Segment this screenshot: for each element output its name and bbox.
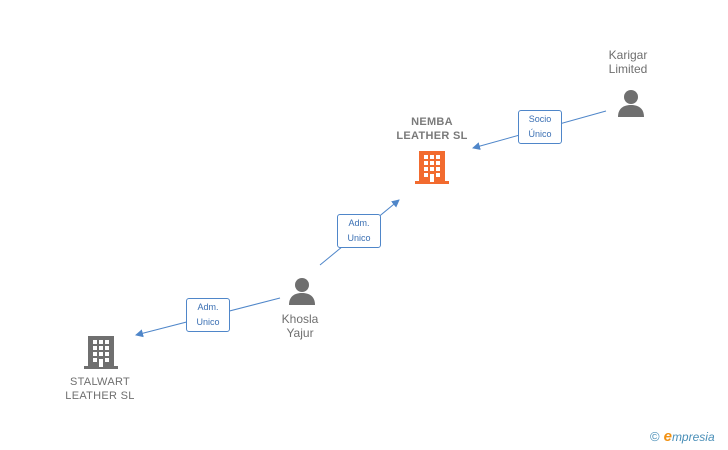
node-label-line: Khosla (281, 312, 319, 326)
node-label-karigar: Karigar Limited (558, 48, 698, 76)
node-label-line: Karigar (608, 48, 648, 62)
edge-label-line: Unico (347, 233, 371, 243)
node-label-line: STALWART (69, 376, 131, 388)
edge-label-adm-unico-stalwart[interactable]: Adm. Unico (186, 298, 230, 332)
edge-label-adm-unico-nemba[interactable]: Adm. Unico (337, 214, 381, 248)
copyright-symbol: © (650, 429, 660, 444)
node-label-line: LEATHER SL (396, 130, 468, 142)
brand-name: mpresia (671, 430, 715, 444)
node-label-khosla: Khosla Yajur (230, 312, 370, 340)
node-label-line: LEATHER SL (65, 390, 135, 402)
person-icon[interactable] (287, 276, 317, 306)
node-label-line: Limited (608, 62, 648, 76)
edge-label-line: Adm. (197, 302, 219, 312)
brand-initial: e (663, 428, 672, 445)
person-icon[interactable] (616, 88, 646, 118)
node-label-stalwart: STALWART LEATHER SL (30, 375, 170, 403)
edge-label-line: Socio (528, 114, 552, 124)
edge-label-line: Único (528, 129, 552, 139)
node-label-line: NEMBA (411, 116, 453, 128)
edge-label-line: Adm. (348, 218, 370, 228)
node-label-nemba: NEMBA LEATHER SL (362, 115, 502, 143)
edge-label-line: Unico (196, 317, 220, 327)
edge-label-socio-unico[interactable]: Socio Único (518, 110, 562, 144)
brand-logo: ©empresia (650, 428, 715, 445)
building-icon[interactable] (84, 334, 118, 370)
node-label-line: Yajur (286, 326, 314, 340)
building-icon[interactable] (415, 149, 449, 185)
